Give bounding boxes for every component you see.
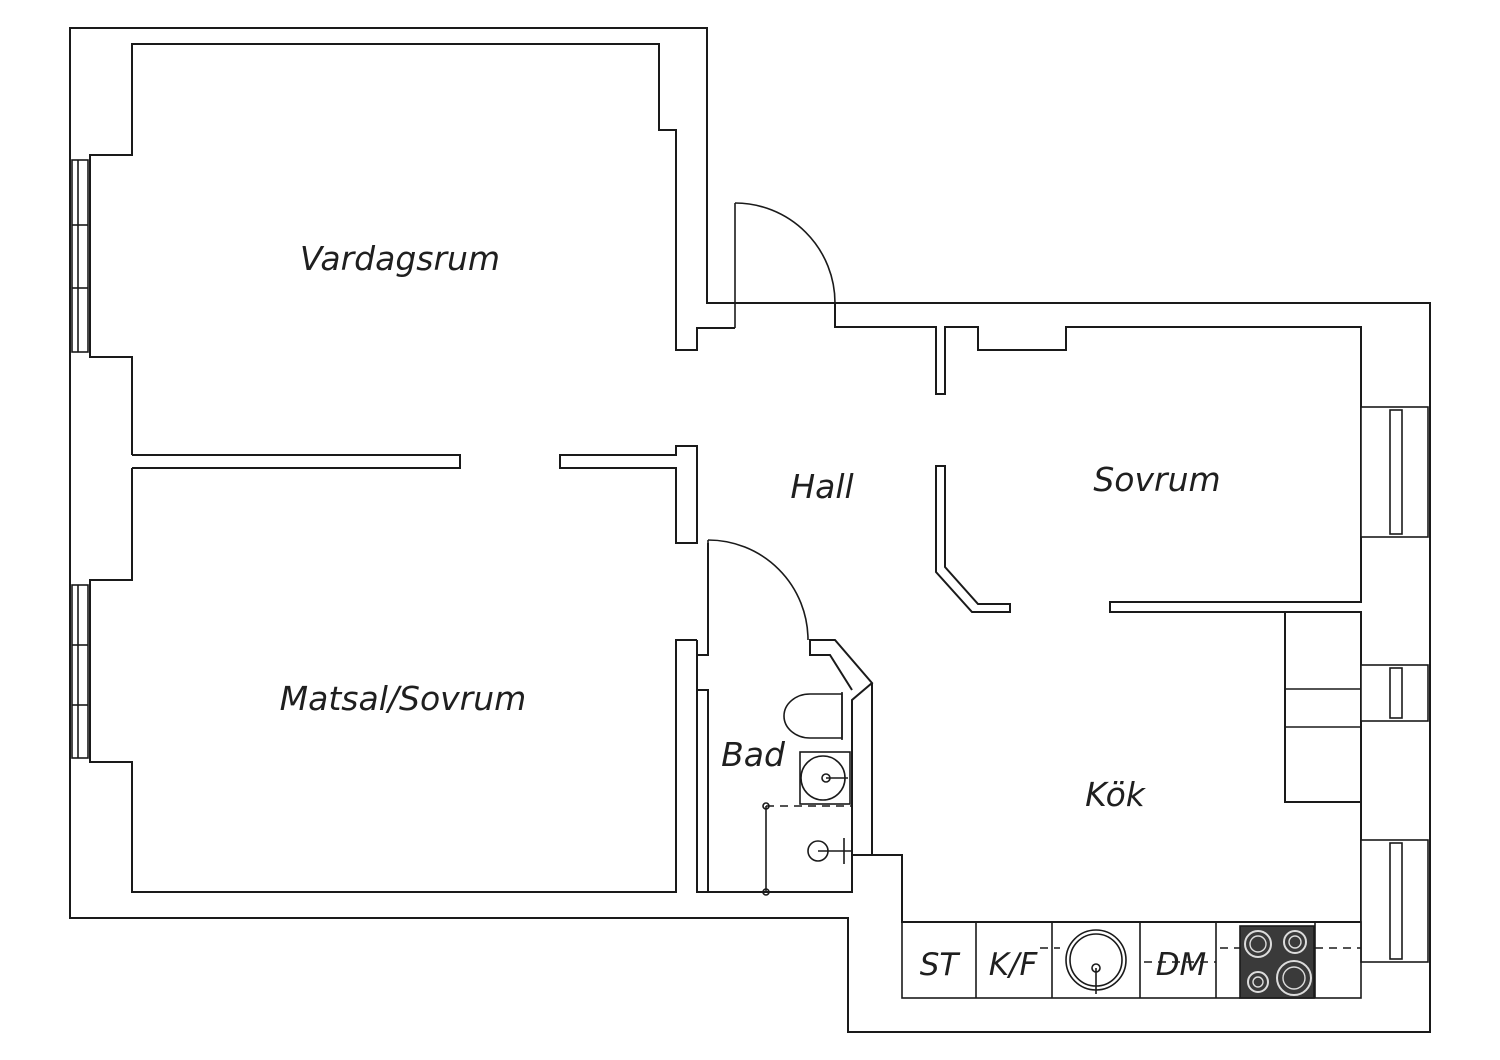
appliance-label-st: ST xyxy=(920,947,961,983)
toilet-icon xyxy=(783,692,843,740)
washbasin-icon xyxy=(799,751,851,805)
room-label-sovrum: Sovrum xyxy=(1093,460,1220,499)
wall-vardagsrum xyxy=(89,43,735,455)
wall-hall-top xyxy=(834,303,1362,922)
room-label-bad: Bad xyxy=(721,735,786,774)
room-label-kok: Kök xyxy=(1085,775,1147,814)
appliance-label-dm: DM xyxy=(1156,947,1207,983)
entrance-door xyxy=(734,202,836,328)
wall-bad xyxy=(696,543,1361,923)
kitchen-cabinets xyxy=(1285,688,1361,728)
shower-icon xyxy=(762,802,852,896)
kitchen-counter xyxy=(901,921,1362,999)
appliance-label-kf: K/F xyxy=(989,947,1039,983)
room-label-hall: Hall xyxy=(790,467,853,506)
partition-walls xyxy=(132,445,698,544)
room-label-vardagsrum: Vardagsrum xyxy=(300,239,500,278)
room-label-matsal: Matsal/Sovrum xyxy=(280,679,527,718)
kitchen-sink-icon xyxy=(1065,929,1127,994)
wall-matsal xyxy=(89,468,697,893)
stove-icon xyxy=(1239,925,1315,999)
outer-walls xyxy=(69,27,1431,1033)
bathroom-door xyxy=(707,539,809,641)
windows xyxy=(71,159,1429,963)
